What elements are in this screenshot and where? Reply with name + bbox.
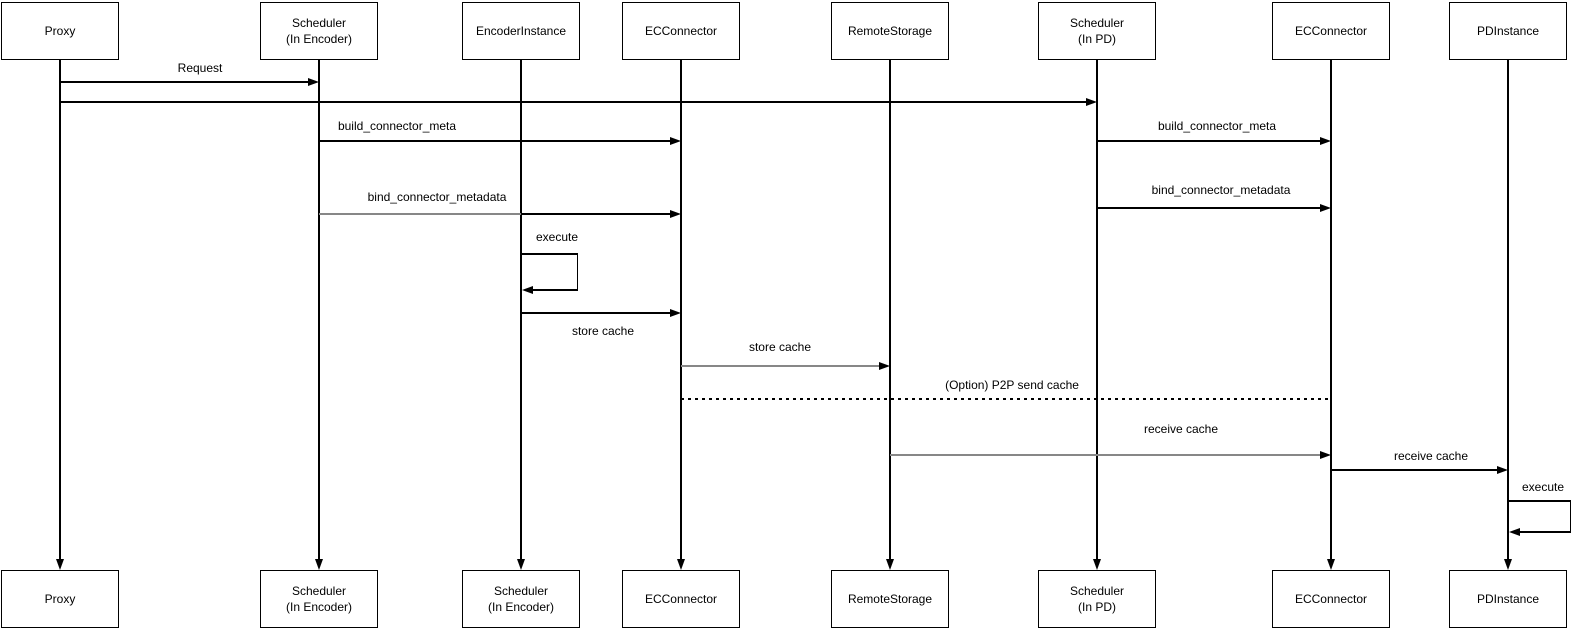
message-execute-encoder-side (576, 253, 578, 290)
message-proxy-to-pd-line (60, 101, 1089, 103)
message-p2p-send-line (681, 398, 1331, 400)
participant-box-bottom-remote-storage: RemoteStorage (831, 570, 949, 628)
message-encoder-store-arrowhead (670, 308, 681, 317)
message-build-left-arrowhead (670, 136, 681, 145)
lifeline-arrowhead-ecconnector-2 (1326, 559, 1335, 570)
lifeline-arrowhead-encoder-instance (516, 559, 525, 570)
message-request-arrowhead (308, 77, 319, 86)
message-bind-left-label: bind_connector_metadata (365, 190, 509, 204)
message-bind-left-arrowhead (670, 209, 681, 218)
message-execute-pd-top (1508, 500, 1571, 502)
participant-box-top-ecconnector-2: ECConnector (1272, 2, 1390, 60)
participant-box-top-proxy: Proxy (1, 2, 119, 60)
message-execute-encoder-label: execute (533, 230, 581, 244)
message-proxy-to-pd-arrowhead (1086, 97, 1097, 106)
message-request-line (60, 81, 311, 83)
lifeline-arrowhead-scheduler-encoder (314, 559, 323, 570)
message-build-right-line (1097, 140, 1323, 142)
message-build-left-line (319, 140, 673, 142)
lifeline-arrowhead-proxy (55, 559, 64, 570)
message-bind-left-seg1 (521, 213, 673, 215)
lifeline-encoder-instance (520, 60, 522, 560)
lifeline-pd-instance (1507, 60, 1509, 560)
message-build-right-arrowhead (1320, 136, 1331, 145)
message-bind-right-arrowhead (1320, 203, 1331, 212)
lifeline-arrowhead-ecconnector-1 (676, 559, 685, 570)
participant-box-top-remote-storage: RemoteStorage (831, 2, 949, 60)
participant-box-bottom-scheduler-pd: Scheduler (In PD) (1038, 570, 1156, 628)
message-execute-pd-arrowhead (1508, 527, 1520, 536)
participant-box-bottom-proxy: Proxy (1, 570, 119, 628)
participant-box-top-ecconnector-1: ECConnector (622, 2, 740, 60)
message-receive-pd-label: receive cache (1391, 449, 1471, 463)
message-execute-encoder-bottom (531, 289, 578, 291)
message-execute-encoder-arrowhead (521, 285, 533, 294)
participant-box-bottom-ecconnector-1: ECConnector (622, 570, 740, 628)
message-encoder-store-label: store cache (569, 324, 637, 338)
lifeline-arrowhead-scheduler-pd (1092, 559, 1101, 570)
participant-box-top-scheduler-encoder: Scheduler (In Encoder) (260, 2, 378, 60)
message-encoder-store-line (521, 312, 673, 314)
message-build-left-label: build_connector_meta (335, 119, 459, 133)
message-execute-pd-side (1569, 500, 1571, 532)
message-execute-pd-label: execute (1519, 480, 1567, 494)
lifeline-proxy (59, 60, 61, 560)
participant-box-bottom-pd-instance: PDInstance (1449, 570, 1567, 628)
message-receive-pd-line (1331, 469, 1500, 471)
lifeline-scheduler-pd (1096, 60, 1098, 560)
message-receive-pd-arrowhead (1497, 465, 1508, 474)
participant-box-top-pd-instance: PDInstance (1449, 2, 1567, 60)
participant-box-bottom-encoder-instance: Scheduler (In Encoder) (462, 570, 580, 628)
participant-box-top-scheduler-pd: Scheduler (In PD) (1038, 2, 1156, 60)
message-receive-gray-label: receive cache (1141, 422, 1221, 436)
message-store-remote-arrowhead (879, 361, 890, 370)
lifeline-arrowhead-pd-instance (1503, 559, 1512, 570)
message-request-label: Request (175, 61, 225, 75)
message-bind-right-line (1097, 207, 1323, 209)
message-build-right-label: build_connector_meta (1155, 119, 1279, 133)
participant-box-bottom-ecconnector-2: ECConnector (1272, 570, 1390, 628)
participant-box-bottom-scheduler-encoder: Scheduler (In Encoder) (260, 570, 378, 628)
lifeline-arrowhead-remote-storage (885, 559, 894, 570)
message-execute-pd-bottom (1518, 531, 1571, 533)
message-store-remote-line (681, 364, 882, 368)
message-bind-left-seg0 (319, 212, 521, 216)
message-receive-gray-arrowhead (1320, 450, 1331, 459)
message-p2p-send-label: (Option) P2P send cache (943, 378, 1081, 392)
message-execute-encoder-top (521, 253, 578, 255)
participant-box-top-encoder-instance: EncoderInstance (462, 2, 580, 60)
message-receive-gray-line (890, 453, 1323, 457)
lifeline-remote-storage (889, 60, 891, 560)
message-bind-right-label: bind_connector_metadata (1149, 183, 1293, 197)
message-store-remote-label: store cache (746, 340, 814, 354)
lifeline-ecconnector-2 (1330, 60, 1332, 560)
lifeline-scheduler-encoder (318, 60, 320, 560)
